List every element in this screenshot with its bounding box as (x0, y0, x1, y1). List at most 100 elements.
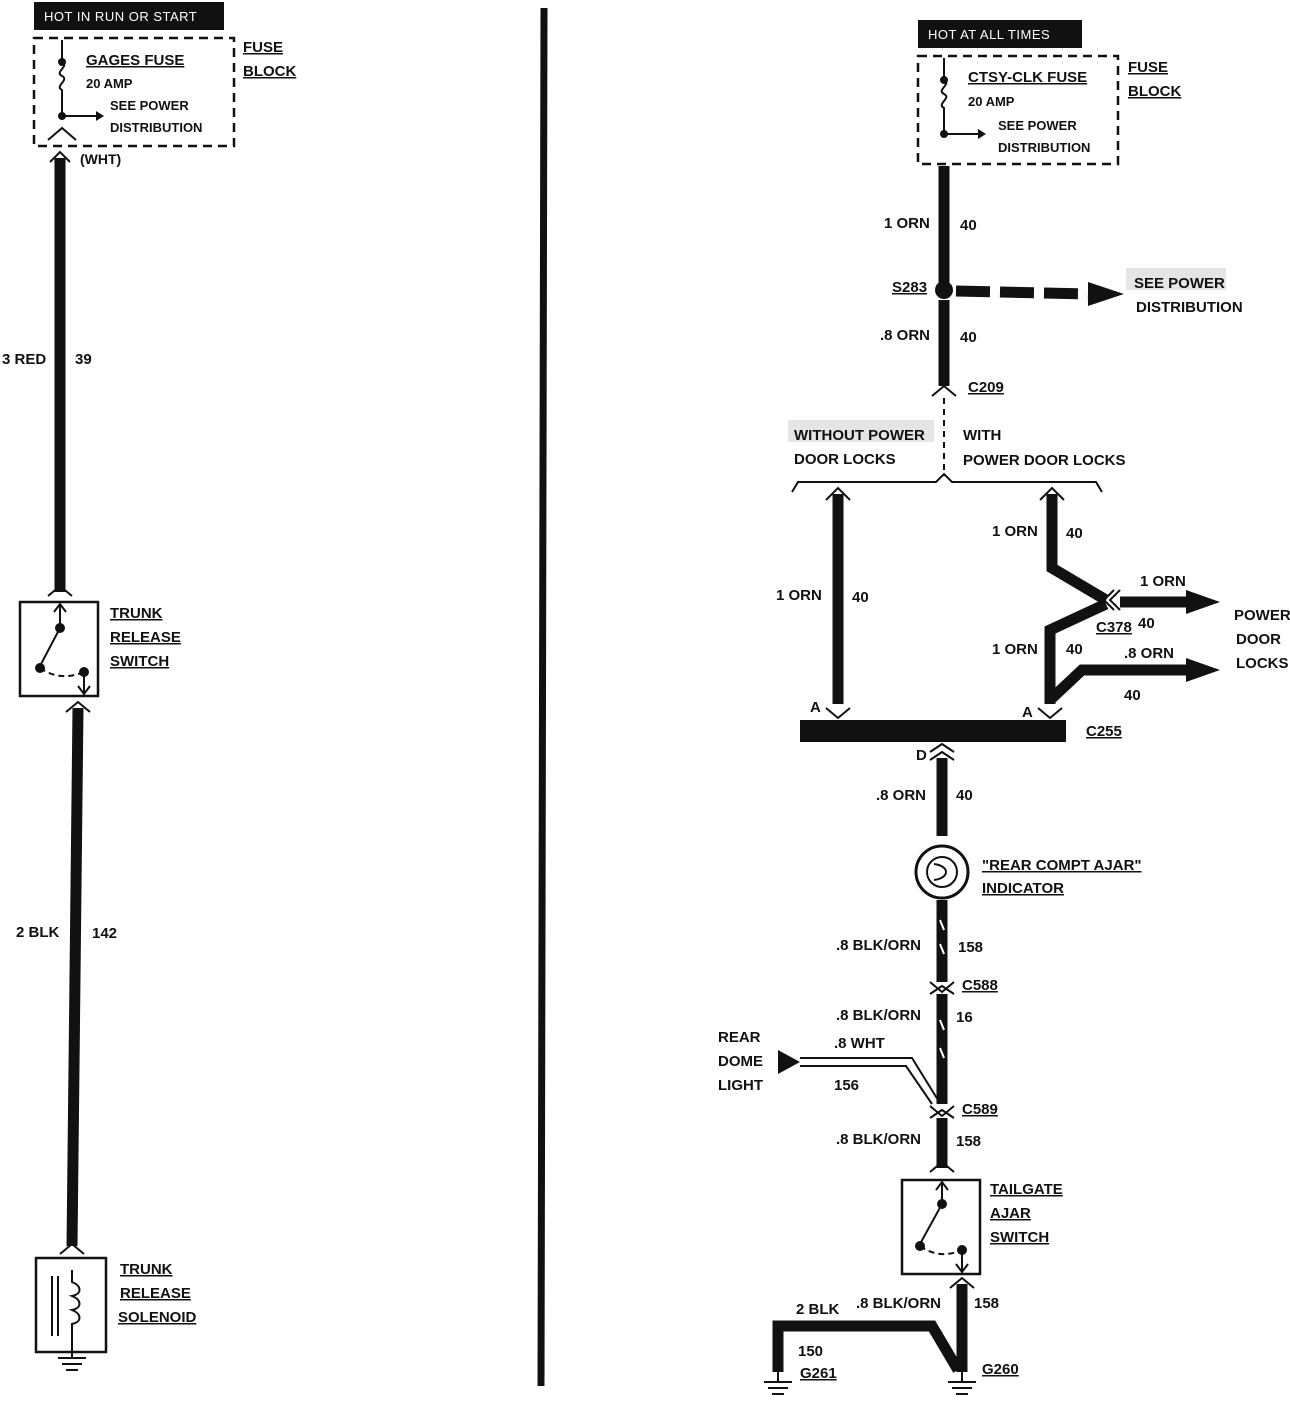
left-fuse-icon (58, 40, 66, 116)
left-power-tag: HOT IN RUN OR START (44, 9, 197, 24)
dome-label-3: LIGHT (718, 1077, 763, 1094)
left-wire-2-label: 2 BLK (16, 924, 60, 941)
rear-compt-ajar-indicator (914, 844, 970, 900)
right-w6-label: 1 ORN (992, 641, 1038, 658)
right-fuse-arrow-icon (978, 129, 986, 139)
right-w14-circuit: 158 (974, 1295, 999, 1312)
right-fuse-block-label-1: FUSE (1128, 59, 1168, 76)
left-fuse-block-label-2: BLOCK (243, 63, 296, 80)
g261-label: G261 (800, 1365, 837, 1382)
c255-label: C255 (1086, 723, 1122, 740)
dome-label-1: REAR (718, 1029, 761, 1046)
solenoid-label-1: TRUNK (120, 1261, 173, 1278)
pdl-branch-wire (1046, 664, 1190, 705)
with-pdl-wire-lower (1044, 599, 1109, 704)
right-w9-circuit: 158 (958, 939, 983, 956)
pdl-arrow-1-icon (1186, 590, 1220, 614)
right-w7-circuit: 40 (1124, 687, 1141, 704)
left-fuse-block-label-1: FUSE (243, 39, 283, 56)
left-fuse-note-2: DISTRIBUTION (110, 120, 202, 135)
left-fuse-block-box (32, 36, 236, 148)
left-wire-2-circuit: 142 (92, 925, 117, 942)
right-circuit: HOT AT ALL TIMES CTSY-CLK FUSE 20 AMP SE… (718, 20, 1290, 1395)
right-power-tag-bg (918, 20, 1082, 48)
splice-note-1: SEE POWER (1134, 275, 1225, 292)
right-fuse-note-2: DISTRIBUTION (998, 140, 1090, 155)
left-terminal-color: (WHT) (80, 151, 121, 167)
right-power-tag: HOT AT ALL TIMES (928, 27, 1050, 42)
splice-s283 (935, 281, 953, 299)
with-pdl-wire-upper (1046, 494, 1109, 605)
left-wire-142 (66, 707, 84, 1247)
pdl-label-3: LOCKS (1236, 655, 1289, 672)
splice-note-2: DISTRIBUTION (1136, 299, 1243, 316)
right-w5-label: 1 ORN (1140, 573, 1186, 590)
right-w10-label: .8 BLK/ORN (836, 1007, 921, 1024)
tailgate-ajar-switch-box (900, 1178, 982, 1276)
solenoid-label-3: SOLENOID (118, 1309, 197, 1326)
right-w13-label: 2 BLK (796, 1301, 840, 1318)
right-fuse-note-1: SEE POWER (998, 118, 1077, 133)
left-power-tag-bg (34, 2, 224, 30)
trunk-switch-label-2: RELEASE (110, 629, 181, 646)
g261-ground-icon (764, 1372, 792, 1395)
right-w3-circuit: 40 (852, 589, 869, 606)
indicator-label-2: INDICATOR (982, 880, 1064, 897)
pdl-arrow-2-icon (1186, 658, 1220, 682)
pdl-label-2: DOOR (1236, 631, 1281, 648)
left-fuse-name: GAGES FUSE (86, 52, 184, 69)
right-w8-label: .8 ORN (876, 787, 926, 804)
right-wire-150 (772, 1320, 963, 1373)
right-w2-label: .8 ORN (880, 327, 930, 344)
dome-arrow-icon (778, 1050, 800, 1074)
right-w11-circuit: 156 (834, 1077, 859, 1094)
with-label-1: WITH (963, 427, 1001, 444)
without-label-1: WITHOUT POWER (794, 427, 925, 444)
right-fuse-block-label-2: BLOCK (1128, 83, 1181, 100)
center-divider (537, 7, 548, 1387)
right-w3-label: 1 ORN (776, 587, 822, 604)
splice-label: S283 (892, 279, 927, 296)
option-brace (791, 472, 1103, 493)
right-w8-circuit: 40 (956, 787, 973, 804)
left-wire-1-circuit: 39 (75, 351, 92, 368)
indicator-label-1: "REAR COMPT AJAR" (982, 857, 1142, 874)
right-w12-label: .8 BLK/ORN (836, 1131, 921, 1148)
right-w15-circuit: 150 (798, 1343, 823, 1360)
right-fuse-name: CTSY-CLK FUSE (968, 69, 1087, 86)
left-circuit: HOT IN RUN OR START GAGES FUSE 20 AMP SE… (2, 2, 296, 1371)
pdl-label-1: POWER (1234, 607, 1290, 624)
trunk-switch-label-3: SWITCH (110, 653, 169, 670)
right-fuse-rating: 20 AMP (968, 94, 1015, 109)
right-w7-label: .8 ORN (1124, 645, 1174, 662)
pin-a-right: A (1022, 704, 1033, 721)
right-w14-label: .8 BLK/ORN (856, 1295, 941, 1312)
right-w4-label: 1 ORN (992, 523, 1038, 540)
c378-label: C378 (1096, 619, 1132, 636)
left-wire-1-label: 3 RED (2, 351, 46, 368)
right-w1-circuit: 40 (960, 217, 977, 234)
left-fuse-rating: 20 AMP (86, 76, 133, 91)
right-w11-label: .8 WHT (834, 1035, 885, 1052)
c589-label: C589 (962, 1101, 998, 1118)
g260-ground-icon (948, 1372, 976, 1395)
right-w1-label: 1 ORN (884, 215, 930, 232)
tailgate-label-1: TAILGATE (990, 1181, 1063, 1198)
right-w12-circuit: 158 (956, 1133, 981, 1150)
left-fuse-note-1: SEE POWER (110, 98, 189, 113)
pin-d: D (916, 747, 927, 764)
right-w5-circuit: 40 (1138, 615, 1155, 632)
splice-arrow-icon (1088, 282, 1124, 306)
left-fuse-node (58, 58, 66, 66)
dome-label-2: DOME (718, 1053, 763, 1070)
right-w10-circuit: 16 (956, 1009, 973, 1026)
tailgate-label-2: AJAR (990, 1205, 1031, 1222)
right-w9-label: .8 BLK/ORN (836, 937, 921, 954)
tailgate-label-3: SWITCH (990, 1229, 1049, 1246)
solenoid-label-2: RELEASE (120, 1285, 191, 1302)
trunk-switch-label-1: TRUNK (110, 605, 163, 622)
g260-label: G260 (982, 1361, 1019, 1378)
right-w2-circuit: 40 (960, 329, 977, 346)
without-label-2: DOOR LOCKS (794, 451, 896, 468)
